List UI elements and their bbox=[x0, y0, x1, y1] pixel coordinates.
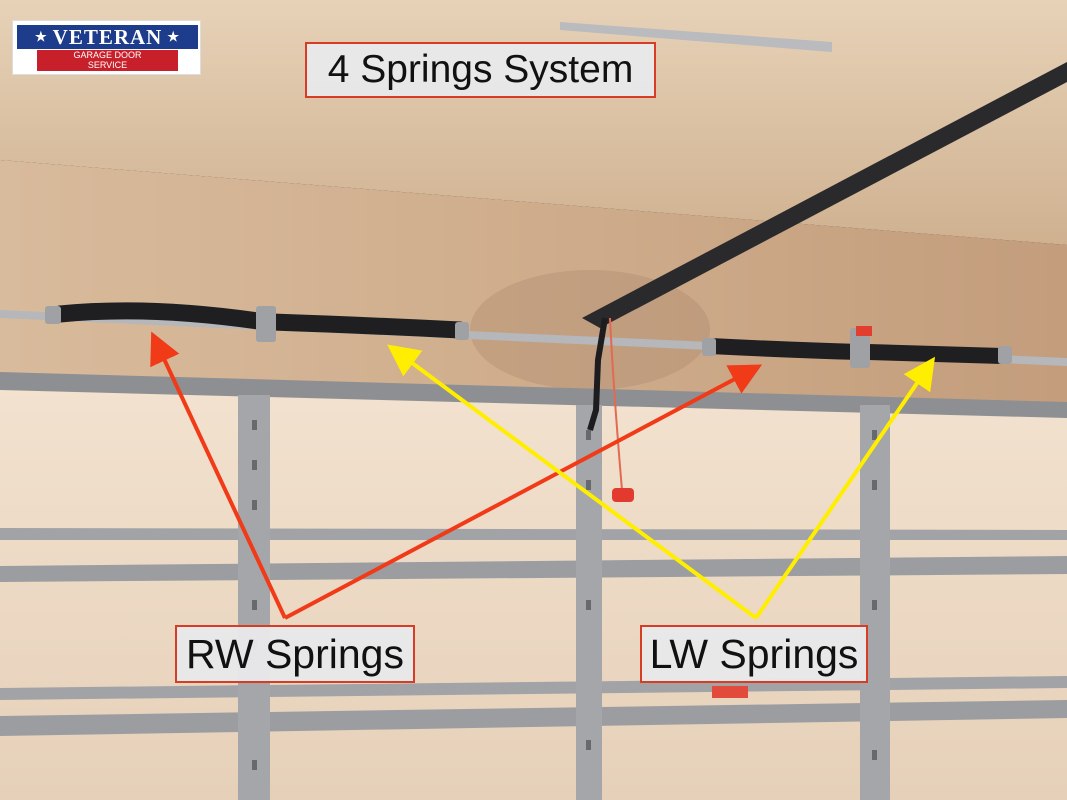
logo-line1: GARAGE DOOR bbox=[73, 50, 142, 60]
red-tag bbox=[856, 326, 872, 336]
star-icon: ★ bbox=[35, 29, 48, 44]
ceiling-bracket bbox=[560, 22, 832, 52]
red-object bbox=[712, 686, 748, 698]
logo-blue-band: ★ VETERAN ★ bbox=[17, 25, 198, 49]
lw-springs-label: LW Springs bbox=[640, 625, 868, 683]
rw-arrow-left bbox=[150, 331, 287, 619]
logo-brand: VETERAN bbox=[52, 24, 163, 49]
logo-red-band: GARAGE DOOR SERVICE bbox=[37, 50, 178, 71]
torsion-springs bbox=[51, 302, 1010, 364]
lw-arrow-right bbox=[754, 356, 936, 620]
title-label: 4 Springs System bbox=[305, 42, 656, 98]
opener-arm bbox=[587, 317, 608, 431]
door-strut-1 bbox=[0, 528, 1067, 540]
star-icon: ★ bbox=[167, 29, 180, 44]
veteran-logo: ★ VETERAN ★ GARAGE DOOR SERVICE bbox=[12, 20, 201, 75]
lw-arrow-left bbox=[387, 344, 758, 620]
release-rope bbox=[609, 317, 623, 491]
release-handle bbox=[612, 488, 634, 502]
door-stile-1 bbox=[238, 395, 270, 800]
door-top-track bbox=[0, 372, 1067, 418]
opener-rail bbox=[582, 62, 1067, 328]
spring-brackets bbox=[45, 306, 1012, 368]
rw-arrow-right bbox=[284, 364, 763, 620]
ceiling bbox=[0, 0, 1067, 245]
garage-door bbox=[0, 380, 1067, 800]
rw-springs-label: RW Springs bbox=[175, 625, 415, 683]
logo-line2: SERVICE bbox=[87, 60, 128, 70]
